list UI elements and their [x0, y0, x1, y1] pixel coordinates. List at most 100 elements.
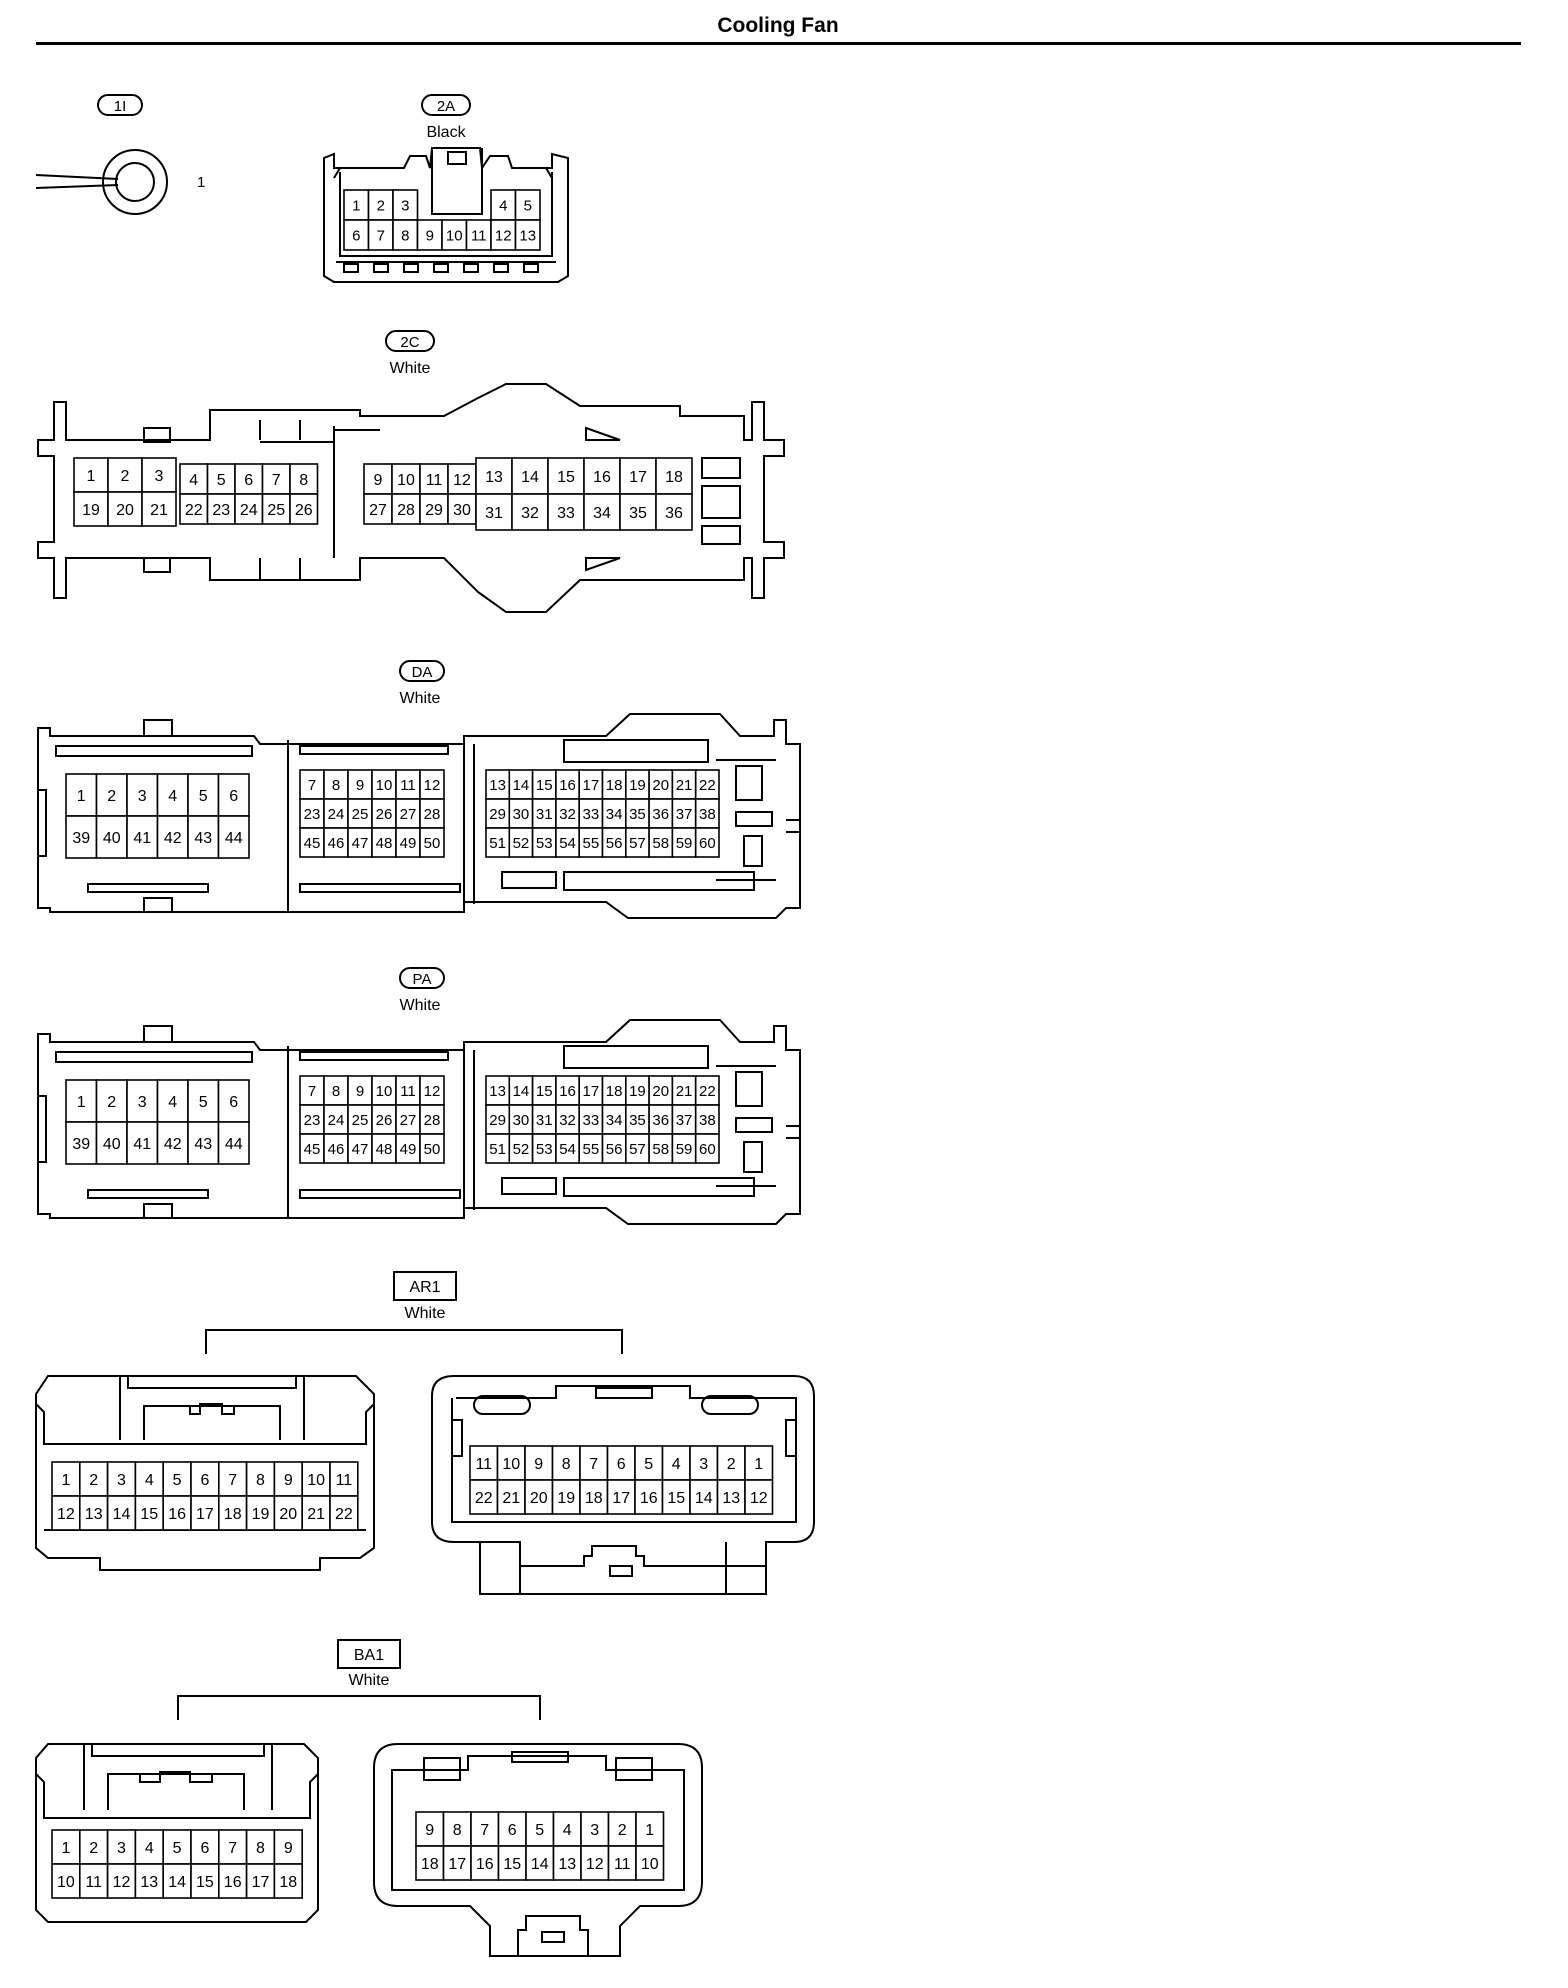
pin-label: 51	[489, 1141, 506, 1158]
pin-label: 21	[502, 1490, 520, 1507]
pin-label: 10	[307, 1472, 325, 1489]
pin-label: 6	[508, 1822, 517, 1839]
connector-DA-code: DA	[412, 664, 433, 681]
pin-cell	[65, 1121, 98, 1165]
pin-label: 39	[72, 1136, 90, 1153]
pin-label: 40	[103, 830, 121, 847]
pin-label: 4	[189, 472, 198, 489]
pin-label: 16	[559, 1083, 576, 1100]
pin-label: 56	[606, 835, 623, 852]
pin-cell	[190, 1863, 220, 1899]
connector-AR1-female-housing	[431, 1375, 815, 1595]
pin-label: 3	[699, 1456, 708, 1473]
pin-label: 8	[453, 1822, 462, 1839]
pin-label: 23	[212, 502, 230, 519]
pin-label: 17	[583, 1083, 600, 1100]
pin-label: 37	[676, 1112, 693, 1129]
pin-label: 8	[401, 227, 409, 244]
pin-cell	[134, 1863, 164, 1899]
pin-cell	[391, 463, 421, 495]
pin-cell	[162, 1495, 192, 1531]
pin-label: 21	[676, 777, 693, 794]
pin-label: 27	[369, 502, 387, 519]
pin-label: 18	[665, 469, 683, 486]
pin-label: 38	[699, 1112, 716, 1129]
pin-label: 18	[279, 1874, 297, 1891]
pin-label: 54	[559, 835, 576, 852]
pin-label: 8	[299, 472, 308, 489]
pin-cell	[419, 493, 449, 525]
pin-cell	[187, 1121, 220, 1165]
pin-label: 11	[475, 1456, 492, 1473]
pin-label: 10	[376, 777, 393, 794]
pin-cell	[606, 1479, 636, 1515]
connector-2C-color: White	[390, 360, 431, 377]
pin-label: 15	[536, 777, 553, 794]
pin-cell	[79, 1829, 109, 1865]
pin-label: 9	[425, 1822, 434, 1839]
pin-cell	[95, 1121, 128, 1165]
pin-label: 9	[534, 1456, 543, 1473]
pin-cell	[395, 827, 421, 858]
connector-AR1-code: AR1	[409, 1279, 440, 1296]
pin-label: 15	[196, 1874, 214, 1891]
pin-cell	[635, 1811, 665, 1847]
pin-label: 4	[499, 197, 507, 214]
pin-cell	[619, 457, 657, 495]
pin-label: 37	[676, 806, 693, 823]
connector-BA1-code: BA1	[354, 1647, 384, 1664]
pin-label: 5	[644, 1456, 653, 1473]
pin-label: 57	[629, 1141, 646, 1158]
pin-label: 52	[513, 1141, 530, 1158]
pin-cell	[547, 457, 585, 495]
pin-label: 16	[476, 1856, 494, 1873]
pin-label: 49	[400, 835, 417, 852]
pin-label: 21	[307, 1506, 325, 1523]
pin-label: 30	[453, 502, 471, 519]
pin-label: 13	[558, 1856, 576, 1873]
pin-label: 50	[424, 835, 441, 852]
pin-label: 1	[645, 1822, 654, 1839]
pin-label: 30	[513, 806, 530, 823]
pin-label: 4	[672, 1456, 681, 1473]
pin-label: 35	[629, 806, 646, 823]
pin-label: 13	[489, 1083, 506, 1100]
pin-label: 59	[676, 1141, 693, 1158]
pin-cell	[371, 1133, 397, 1164]
pin-label: 10	[641, 1856, 659, 1873]
ring-terminal-icon	[35, 149, 168, 215]
pin-cell	[329, 1495, 359, 1531]
pin-label: 15	[140, 1506, 158, 1523]
pin-label: 58	[652, 1141, 669, 1158]
pin-label: 49	[400, 1141, 417, 1158]
pin-label: 20	[652, 777, 669, 794]
pin-label: 6	[617, 1456, 626, 1473]
pin-cell	[661, 1445, 691, 1481]
pin-label: 1	[754, 1456, 763, 1473]
pin-cell	[126, 815, 159, 859]
pin-label: 23	[304, 806, 321, 823]
pin-label: 29	[489, 806, 506, 823]
pin-cell	[619, 493, 657, 531]
connector-1I: 1I 1	[35, 94, 205, 215]
pin-label: 20	[279, 1506, 297, 1523]
pin-label: 51	[489, 835, 506, 852]
pin-cell	[367, 219, 394, 251]
pin-label: 2	[89, 1472, 98, 1489]
pin-label: 8	[256, 1472, 265, 1489]
pin-label: 33	[583, 806, 600, 823]
pin-label: 34	[606, 1112, 623, 1129]
pin-label: 28	[424, 1112, 441, 1129]
pin-cell	[744, 1479, 774, 1515]
pin-cell	[416, 219, 443, 251]
pin-label: 35	[629, 505, 647, 522]
pin-cell	[552, 1811, 582, 1847]
pin-cell	[419, 1075, 445, 1106]
pin-cell	[273, 1495, 303, 1531]
pin-label: 18	[585, 1490, 603, 1507]
pin-label: 60	[699, 835, 716, 852]
pin-label: 12	[453, 472, 471, 489]
